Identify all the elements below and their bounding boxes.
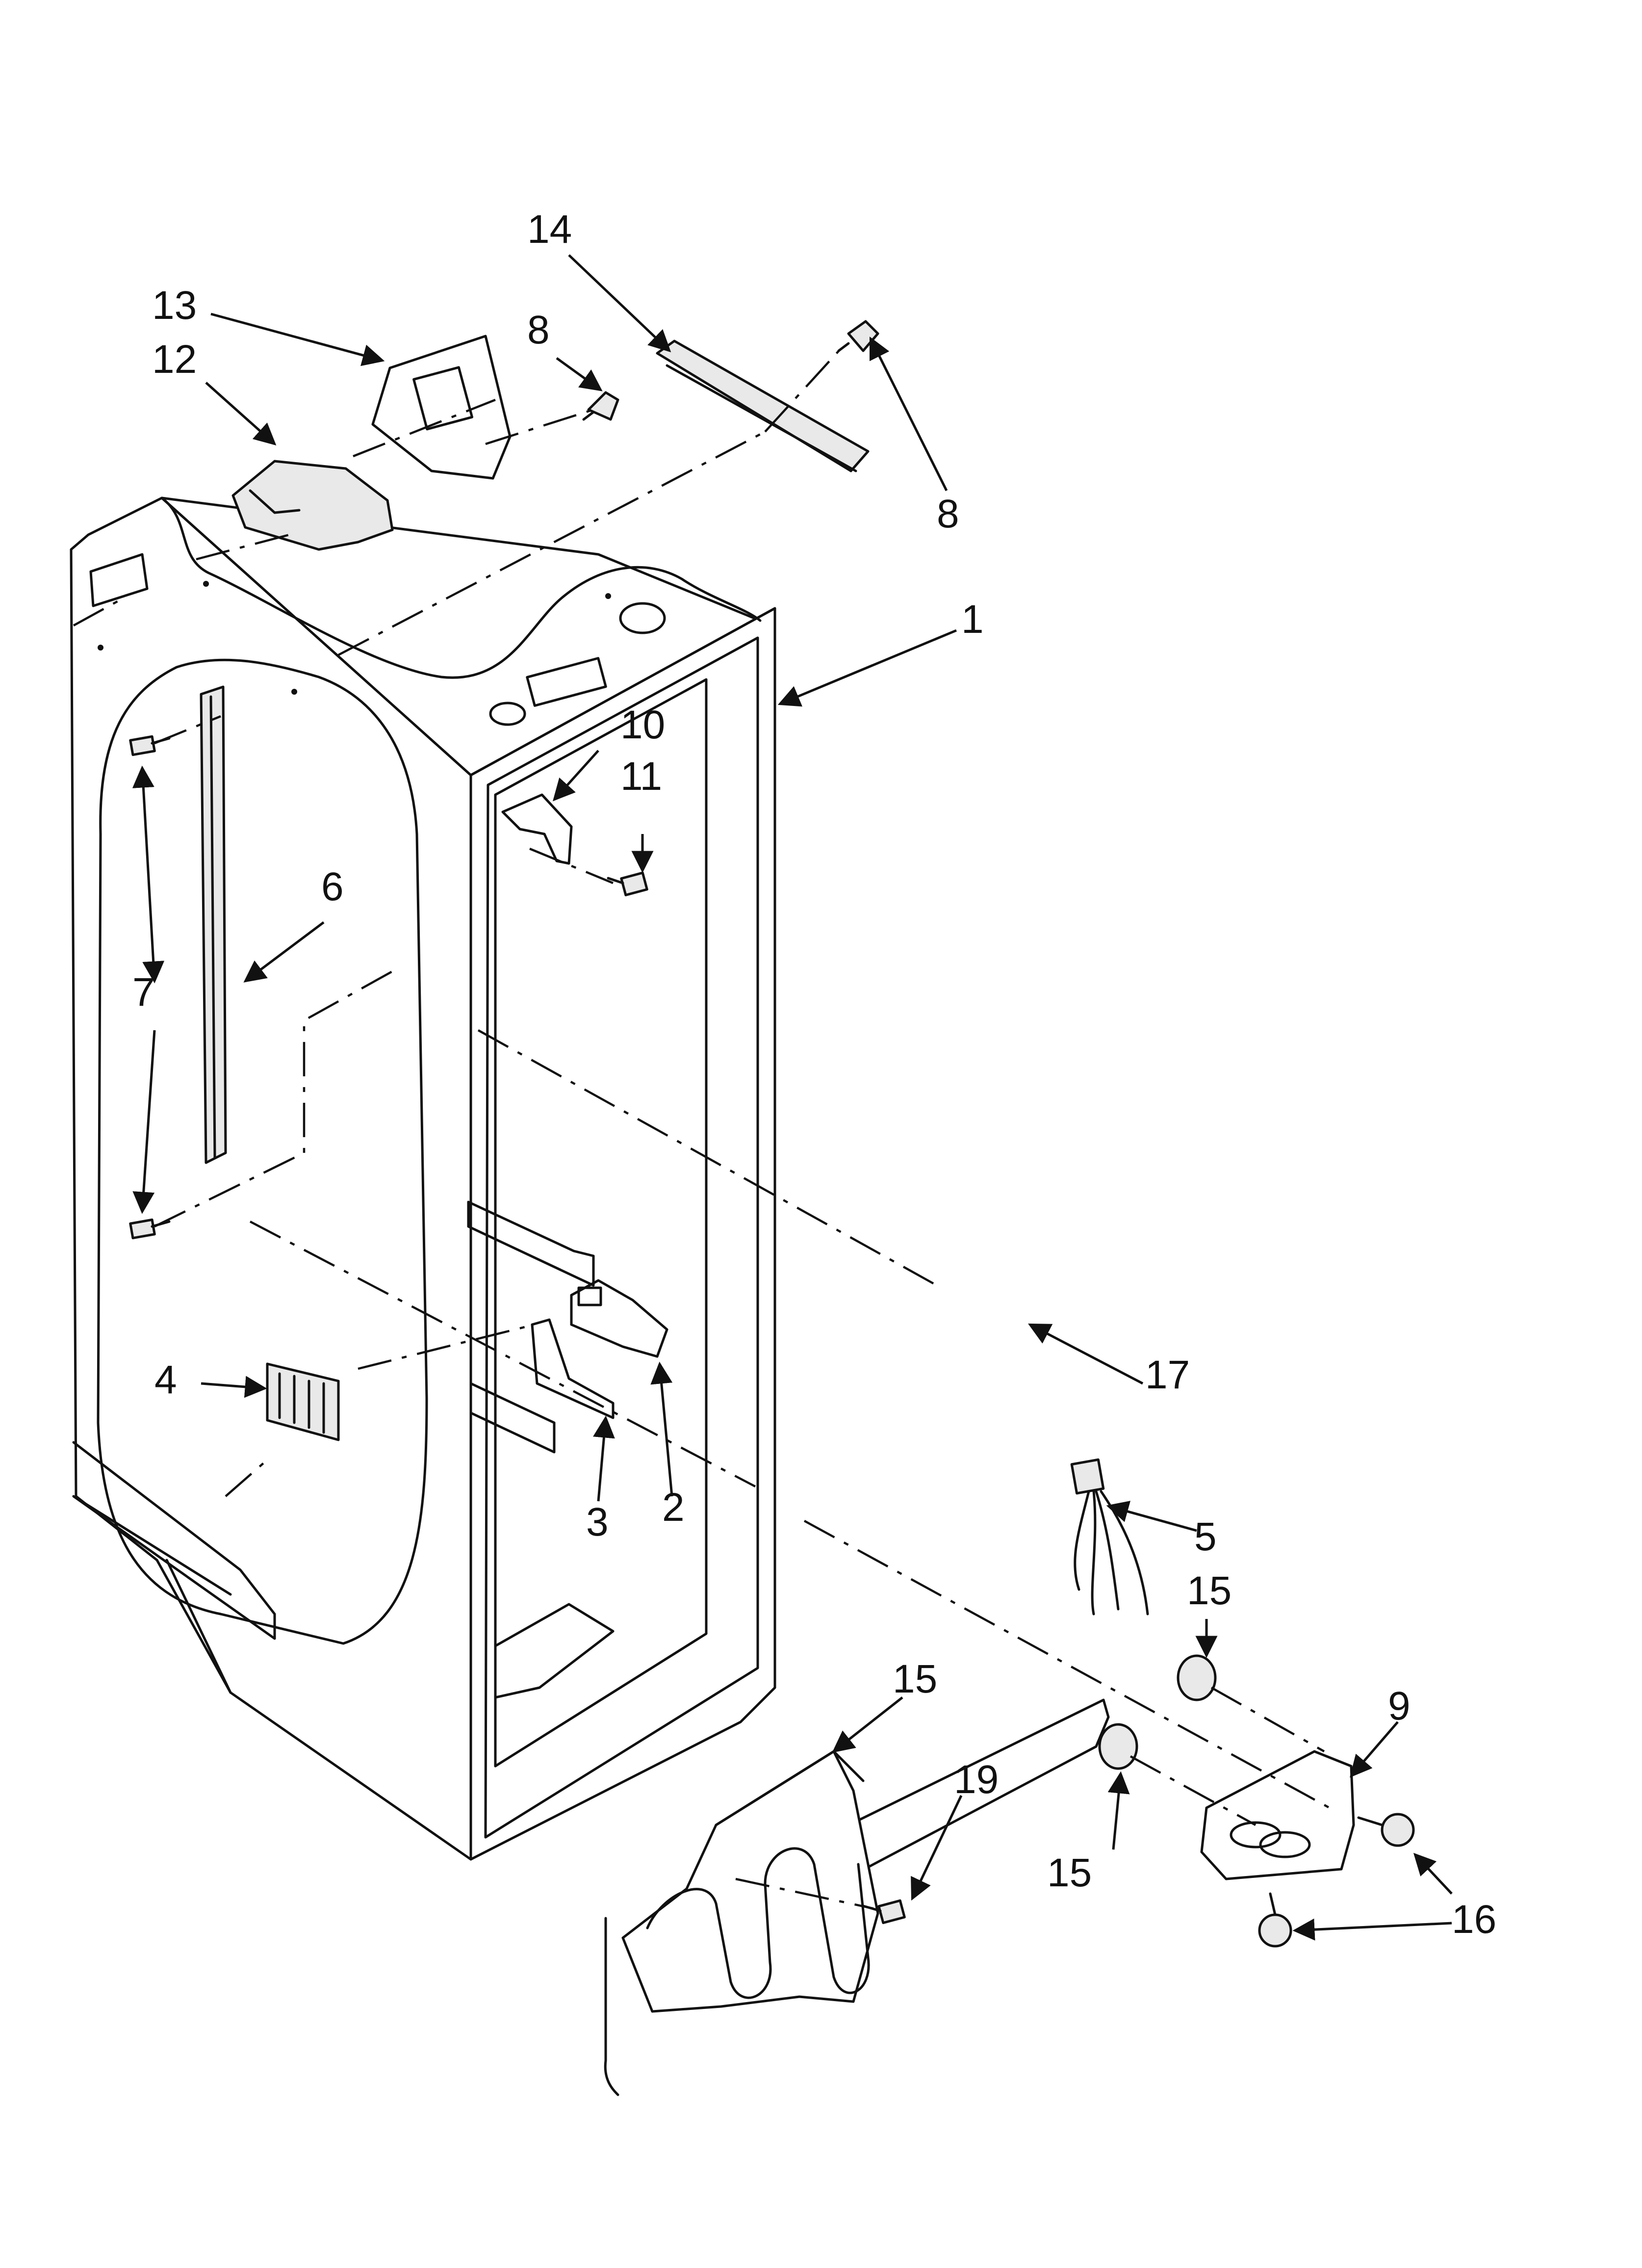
harness-5	[1070, 1458, 1149, 1616]
socket-15-lower	[1098, 1723, 1138, 1770]
socket-15-upper	[1177, 1654, 1217, 1701]
callout-16: 15	[893, 1657, 937, 1701]
callout-11: 11	[620, 754, 662, 799]
callout-4: 4	[154, 1357, 177, 1402]
callout-14: 14	[527, 207, 572, 252]
callout-labels: 13 12 14 8 8 1 10 11 6 7 4 3 2 17 5 15 9…	[132, 207, 1496, 1942]
screw-17-upper	[1357, 1813, 1415, 1847]
screw-8-left	[582, 391, 619, 421]
callout-2: 2	[662, 1485, 685, 1530]
assembly-lines	[73, 347, 1335, 1910]
heater-16	[604, 1750, 879, 2096]
cabinet-liner	[70, 496, 776, 1861]
support-2	[570, 1279, 668, 1358]
light-housing-12	[231, 460, 394, 551]
leader-arrows	[132, 254, 1453, 1941]
callout-13: 13	[152, 283, 197, 328]
callout-10: 10	[620, 703, 665, 747]
callout-1: 1	[961, 597, 984, 642]
bracket-10	[501, 793, 573, 865]
screw-19	[862, 1899, 906, 1924]
callout-6: 6	[321, 864, 344, 909]
callout-15-upper: 15	[1187, 1568, 1232, 1613]
light-shield-13	[371, 335, 512, 480]
callout-9: 9	[1388, 1684, 1411, 1728]
screw-17-lower	[1258, 1892, 1292, 1948]
callout-19: 19	[954, 1757, 999, 1802]
callout-15-lower: 15	[1047, 1851, 1092, 1895]
rail-14	[656, 339, 870, 472]
shelf-ladder-6	[200, 685, 227, 1164]
callout-8-top: 8	[527, 308, 550, 352]
callout-18: 17	[1145, 1353, 1190, 1397]
support-3	[531, 1318, 615, 1419]
switch-4	[266, 1362, 340, 1441]
callout-8-right: 8	[937, 492, 959, 536]
callout-3: 3	[586, 1500, 609, 1544]
screw-11	[607, 871, 648, 896]
callout-12: 12	[152, 337, 197, 382]
callout-7: 7	[132, 970, 155, 1015]
screw-8-right	[837, 320, 879, 352]
callout-5: 5	[1194, 1514, 1217, 1559]
lamp-housing-9	[1200, 1750, 1355, 1880]
callout-17: 16	[1452, 1897, 1496, 1942]
